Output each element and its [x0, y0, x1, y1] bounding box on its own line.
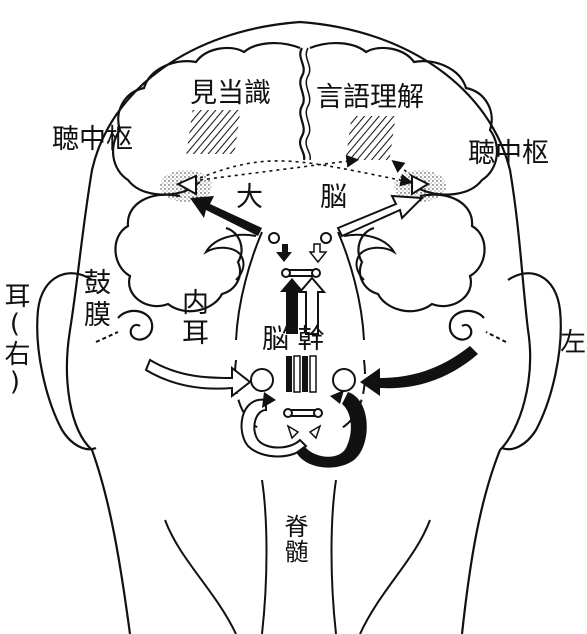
eardrum-right-hook: [118, 311, 152, 340]
ear-left-outline: [502, 273, 561, 449]
eardrum-left-hook: [450, 311, 484, 340]
neck-left-line: [165, 520, 236, 634]
arrow-left-ear-to-nucleus: [360, 346, 478, 396]
auditory-center-right-label: 聴中枢: [468, 140, 549, 167]
nucleus-upper-left: [269, 233, 279, 243]
central-bar-4: [310, 356, 316, 392]
arrow-to-right-cortex-white: [338, 196, 422, 236]
central-bar-2: [294, 356, 300, 392]
orientation-label: 見当識: [190, 80, 271, 107]
nucleus-upper-right: [321, 233, 331, 243]
language-area-hatch: [346, 116, 396, 160]
inner-ear-nai-label: 内: [182, 290, 209, 317]
language-comprehension-label: 言語理解: [316, 84, 424, 111]
loop-white-left: [242, 400, 306, 457]
arrow-up-midbrain-left: [276, 244, 292, 262]
left-ear-label: 左: [560, 330, 586, 356]
arrow-right-ear-to-nucleus: [146, 360, 250, 396]
spinal-cord-label: 脊髄: [282, 514, 306, 564]
brainstem-label: 脳 幹: [262, 326, 325, 353]
orientation-area-hatch: [186, 110, 240, 154]
right-ear-label: 耳(右): [2, 282, 28, 398]
central-bar-1: [286, 356, 292, 392]
olive-arrow-right: [310, 426, 320, 438]
cerebrum-nou-label: 脳: [320, 184, 347, 211]
loop-arrow-small-left: [262, 392, 276, 408]
cerebrum-right-hemisphere: [310, 43, 497, 195]
loop-arrow-small-right: [330, 390, 344, 404]
cerebrum-dai-label: 大: [236, 184, 263, 211]
neck-right-line: [360, 520, 430, 634]
auditory-center-left-label: 聴中枢: [52, 126, 133, 153]
cochlear-nucleus-right: [333, 369, 355, 391]
cochlear-nucleus-left: [251, 369, 273, 391]
olive-arrow-left: [288, 426, 298, 438]
dotted-link-left-to-right: [200, 161, 410, 182]
loop-black-right: [296, 392, 367, 468]
longitudinal-fissure: [300, 48, 304, 160]
arrow-up-midbrain-right: [310, 244, 326, 262]
dotted-link-to-language: [200, 160, 356, 180]
central-bar-3: [302, 356, 308, 392]
longitudinal-fissure-inner: [306, 48, 310, 160]
eardrum-ko-label: 鼓: [84, 270, 111, 297]
eardrum-maku-label: 膜: [84, 302, 111, 329]
inner-ear-ji-label: 耳: [182, 320, 209, 347]
